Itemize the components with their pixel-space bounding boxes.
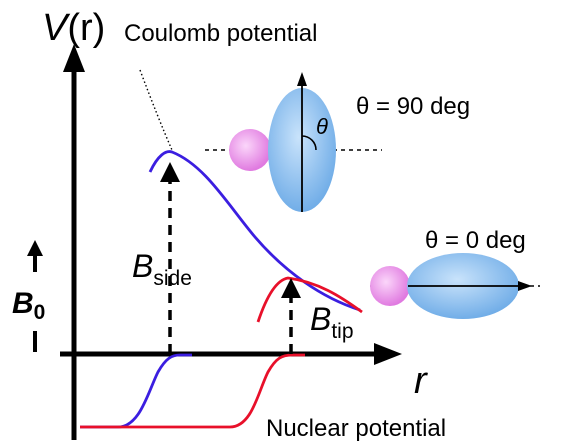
side-nuclear-curve	[80, 353, 192, 429]
b-side-label: Bside	[132, 248, 192, 290]
theta90-angle-symbol: θ	[316, 114, 328, 139]
theta90-label: θ = 90 deg	[356, 93, 470, 120]
b-tip-arrowhead	[281, 278, 301, 298]
theta90-small-nucleus	[229, 129, 271, 171]
y-axis-label: V(r)	[42, 7, 105, 49]
y-axis-arrowhead	[63, 44, 85, 72]
theta0-axis-arrowhead	[518, 281, 532, 291]
b0-label: B0	[12, 287, 45, 324]
side-potential-curve	[148, 150, 361, 312]
b0-arrowhead	[27, 240, 43, 256]
tip-nuclear-curve	[80, 353, 305, 429]
coulomb-potential-label: Coulomb potential	[124, 20, 317, 47]
nuclear-potential-label: Nuclear potential	[266, 415, 446, 442]
b-side-arrowhead	[160, 162, 180, 182]
theta0-label: θ = 0 deg	[425, 227, 526, 254]
theta0-small-nucleus	[370, 266, 410, 306]
x-axis-arrowhead	[374, 343, 402, 365]
theta90-angle-arc	[301, 135, 317, 151]
tip-potential-curve	[256, 276, 363, 323]
coulomb-dotted-curve	[139, 69, 173, 151]
x-axis-label: r	[414, 360, 428, 402]
theta90-axis-arrowhead	[297, 72, 307, 86]
b-tip-label: Btip	[310, 301, 354, 343]
